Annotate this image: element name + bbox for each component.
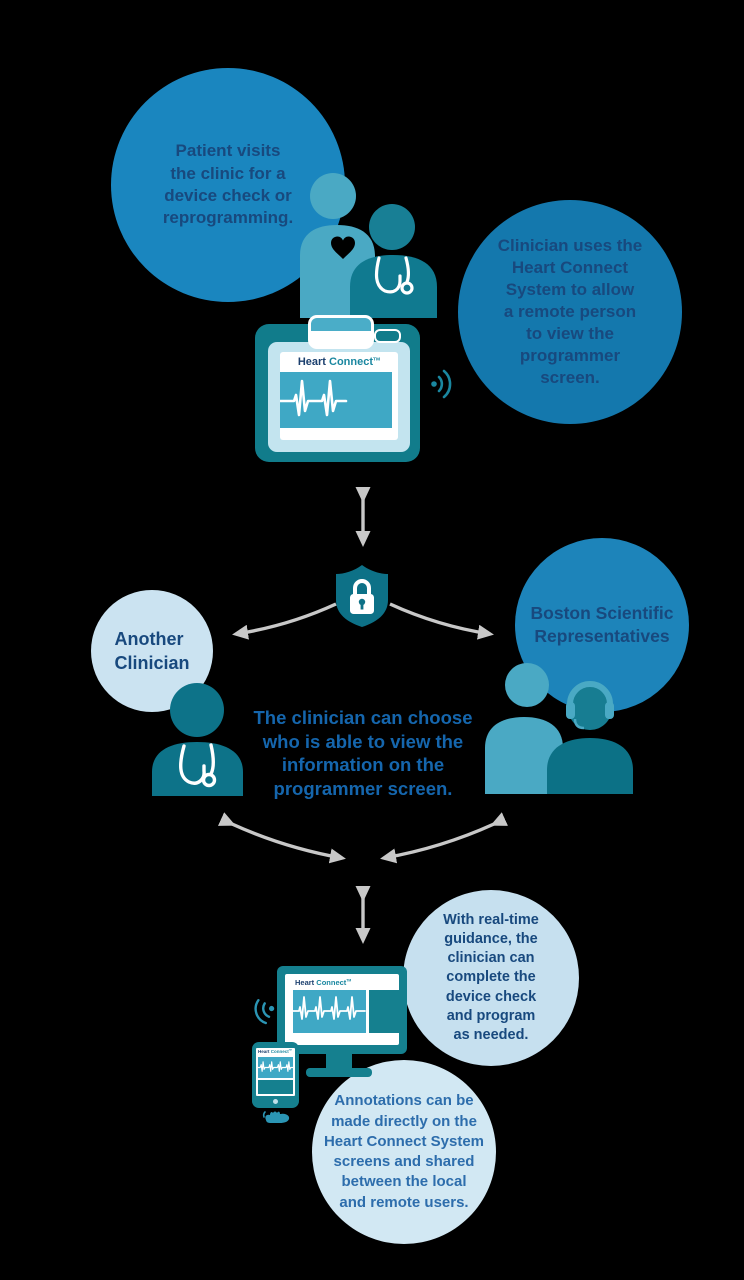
clinician-head (369, 204, 415, 250)
programmer-handle (308, 315, 374, 349)
monitor-stand-base (306, 1068, 372, 1077)
arrow-to-boston-reps (389, 602, 494, 640)
rep-back-body (485, 717, 563, 794)
tablet-home-button (273, 1099, 278, 1104)
stethoscope-icon (374, 256, 414, 295)
patient-and-clinician-figures (300, 173, 437, 318)
monitor-screen: Heart ConnectTM (285, 974, 399, 1045)
security-shield (336, 565, 388, 627)
realtime-guidance-text: With real-time guidance, the clinician c… (443, 911, 539, 1044)
clinician-body (152, 742, 243, 796)
annotations-bubble: Annotations can be made directly on the … (312, 1060, 496, 1244)
stethoscope-icon (179, 743, 217, 788)
rep-front-head (568, 686, 612, 730)
wireless-signal-icon (254, 999, 275, 1025)
rep-back-head (505, 663, 549, 707)
patient-visit-bubble: Patient visits the clinic for a device c… (111, 68, 345, 302)
boston-representatives-text: Boston Scientific Representatives (530, 603, 674, 646)
arrow-to-another-clinician (232, 602, 337, 640)
clinician-uses-text: Clinician uses the Heart Connect System … (497, 235, 643, 388)
programmer-button (374, 329, 401, 343)
clinician-uses-bubble: Clinician uses the Heart Connect System … (458, 200, 682, 424)
ecg-waveform (257, 1061, 294, 1072)
programmer-brand-label: Heart ConnectTM (297, 356, 381, 368)
arrow-right-exchange (380, 812, 509, 864)
tablet-brand-label: Heart ConnectTM (258, 1049, 292, 1054)
tablet-screen: Heart ConnectTM (256, 1048, 295, 1096)
headset-icon (566, 681, 614, 730)
center-choose-text: The clinician can choose who is able to … (253, 707, 473, 800)
annotation-hand-icon (262, 1111, 290, 1123)
arrow-left-exchange (217, 812, 346, 864)
boston-representatives-figures (485, 663, 633, 794)
monitor-side-panel (369, 990, 399, 1033)
wireless-signal-icon (431, 369, 452, 399)
another-clinician-figure (152, 683, 243, 796)
rep-front-body (547, 738, 633, 794)
lock-icon (350, 579, 374, 614)
clinician-head (170, 683, 224, 737)
monitor-stand-neck (326, 1052, 352, 1070)
tablet-side-panel (258, 1080, 293, 1094)
patient-visit-text: Patient visits the clinic for a device c… (162, 141, 294, 228)
tablet-ecg-strip (257, 1057, 294, 1078)
programmer-ecg-strip (278, 372, 392, 428)
monitor-brand-label: Heart ConnectTM (295, 978, 352, 987)
ecg-waveform (292, 996, 366, 1020)
monitor-ecg-strip (292, 990, 366, 1033)
realtime-guidance-bubble: With real-time guidance, the clinician c… (403, 890, 579, 1066)
programmer-screen: Heart ConnectTM (278, 352, 398, 440)
another-clinician-text: Another Clinician (114, 628, 190, 673)
clinician-body (350, 255, 437, 318)
patient-head (310, 173, 356, 219)
annotations-text: Annotations can be made directly on the … (323, 1092, 485, 1211)
ecg-waveform (278, 379, 348, 417)
